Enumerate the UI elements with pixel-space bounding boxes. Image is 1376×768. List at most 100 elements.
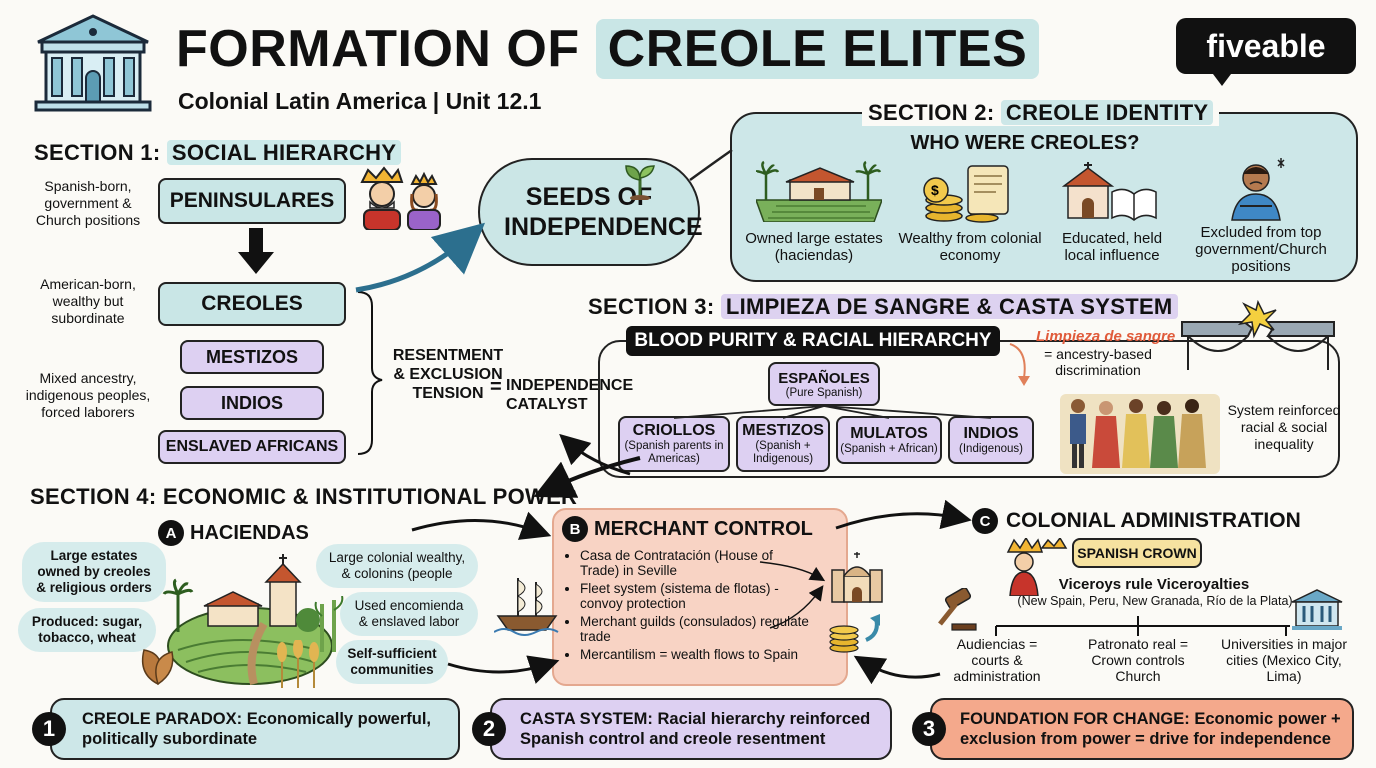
university-icon [1290,588,1344,635]
section2-prefix: SECTION 2: [868,100,995,125]
caste-mulatos: MULATOS (Spanish + African) [836,416,942,464]
wheat-icon [270,638,330,695]
merchant-bullet: Fleet system (sistema de flotas) - convo… [580,581,812,611]
admin-to-merchant-arrow [853,655,941,685]
hierarchy-brace [357,291,383,455]
church-book-icon [1061,162,1160,229]
hacienda-icon [754,160,884,227]
royals-icon [356,164,446,231]
admin-patronato: Patronato real = Crown controls Church [1087,636,1188,684]
caste-criollos: CRIOLLOS (Spanish parents in Americas) [618,416,730,472]
section1-title: SOCIAL HIERARCHY [166,140,402,165]
tension-label: RESENTMENT & EXCLUSION TENSION [392,347,504,402]
caste-espanoles-name: ESPAÑOLES [778,369,870,387]
tier-enslaved-africans: ENSLAVED AFRICANS [158,430,346,464]
tier-mestizos: MESTIZOS [180,340,324,374]
section3-prefix: SECTION 3: [588,294,715,319]
merchant-bullet: Casa de Contratación (House of Trade) in… [580,548,812,578]
takeaway-3: FOUNDATION FOR CHANGE: Economic power + … [930,698,1354,760]
identity-item-wealthy: Wealthy from colonial economy [898,230,1042,264]
caste-mulatos-name: MULATOS [850,424,928,442]
broken-bridge-icon [1178,296,1338,379]
merchant-title: MERCHANT CONTROL [594,517,813,540]
limpieza-definition: = ancestry-based discrimination [1044,346,1152,378]
gold-coins-icon [826,610,886,659]
admin-tree-lines [995,616,1290,636]
merchant-to-admin-arrow [835,499,972,530]
merchant-header: B MERCHANT CONTROL [562,516,813,542]
crowns-icon [1006,536,1070,601]
takeaway-1-number: 1 [32,712,66,746]
independence-catalyst: INDEPENDENCE CATALYST [506,377,634,413]
section2-title: CREOLE IDENTITY [1000,100,1214,125]
takeaway-3-number: 3 [912,712,946,746]
merchant-bullets: Casa de Contratación (House of Trade) in… [566,548,812,665]
haciendas-title: HACIENDAS [190,521,309,544]
caste-criollos-sub: (Spanish parents in Americas) [624,440,724,465]
takeaway-1-text: CREOLE PARADOX: Economically powerful, p… [82,710,431,748]
admin-audiencias: Audiencias = courts & administration [953,636,1041,684]
caste-indios-sub: (Indigenous) [959,442,1023,455]
haciendas-header: A HACIENDAS [158,520,309,546]
people-illustration-icon [1060,384,1220,479]
caste-mestizos: MESTIZOS (Spanish + Indigenous) [736,416,830,472]
seeds-text: SEEDS OF INDEPENDENCE [504,183,703,241]
seeds-bubble: SEEDS OF INDEPENDENCE [478,158,703,266]
section4-heading: SECTION 4: ECONOMIC & INSTITUTIONAL POWE… [30,484,578,509]
system-note: System reinforced racial & social inequa… [1227,402,1341,452]
self-sufficient-to-merchant-arrow [447,655,560,684]
brand-logo-tail [1210,70,1234,86]
creoles-to-seeds-arrow [355,222,486,293]
identity-item-excluded: Excluded from top government/Church posi… [1195,224,1327,275]
admin-letter: C [972,508,998,534]
hacienda-cloud-produced: Produced: sugar, tobacco, wheat [18,608,156,652]
haciendas-to-merchant-arrow [411,511,552,540]
building-icon [28,12,158,118]
section1-heading: SECTION 1: SOCIAL HIERARCHY [34,140,402,166]
svg-text:$: $ [931,182,939,198]
admin-universities: Universities in major cities (Mexico Cit… [1220,636,1348,684]
caste-criollos-name: CRIOLLOS [632,422,716,439]
haciendas-letter: A [158,520,184,546]
frustrated-person-icon [1226,156,1290,227]
brand-logo: fiveable [1176,18,1356,74]
caste-indios: INDIOS (Indigenous) [948,416,1034,464]
coins-icon: $ [922,162,1018,229]
tier-indios: INDIOS [180,386,324,420]
hacienda-cloud-estates: Large estates owned by creoles & religio… [22,542,166,602]
hacienda-landscape-icon [158,550,333,695]
hacienda-cloud-wealthy: Large colonial wealthy, & colonins (peop… [316,544,478,588]
caste-espanoles: ESPAÑOLES (Pure Spanish) [768,362,880,406]
viceroys-line: Viceroys rule Viceroyalties [1058,576,1250,593]
tier-peninsulares: PENINSULARES [158,178,346,224]
title-part-1: FORMATION OF [176,20,580,78]
spanish-crown-box: SPANISH CROWN [1072,538,1202,568]
sprout-icon [622,160,658,205]
section1-prefix: SECTION 1: [34,140,161,165]
identity-item-estates: Owned large estates (haciendas) [745,230,883,264]
section3-banner: BLOOD PURITY & RACIAL HIERARCHY [626,326,1000,356]
ship-icon [493,572,560,641]
tension-text: RESENTMENT & EXCLUSION TENSION [388,346,508,403]
caste-mestizos-name: MESTIZOS [742,422,824,439]
brand-name: fiveable [1206,27,1326,64]
seeds-to-identity-connector [689,148,733,182]
takeaway-2-text: CASTA SYSTEM: Racial hierarchy reinforce… [520,710,871,748]
merchant-letter: B [562,516,588,542]
takeaway-2-number: 2 [472,712,506,746]
equals-sign: = [490,376,502,398]
viceroys-list: (New Spain, Peru, New Granada, Río de la… [1017,594,1293,608]
takeaway-2: CASTA SYSTEM: Racial hierarchy reinforce… [490,698,892,760]
title-part-2: CREOLE ELITES [595,19,1040,79]
merchant-bullet: Mercantilism = wealth flows to Spain [580,647,812,662]
page-subtitle: Colonial Latin America | Unit 12.1 [178,88,542,114]
section3-title: LIMPIEZA DE SANGRE & CASTA SYSTEM [720,294,1178,319]
admin-header: C COLONIAL ADMINISTRATION [972,508,1301,534]
gavel-icon [932,587,980,637]
identity-item-educated: Educated, held local influence [1061,230,1163,264]
tier-creoles: CREOLES [158,282,346,326]
hacienda-cloud-encomienda: Used encomienda & enslaved labor [340,592,478,636]
caste-espanoles-sub: (Pure Spanish) [785,386,863,399]
leaves-icon [136,640,180,691]
sugarcane-icon [314,595,344,657]
